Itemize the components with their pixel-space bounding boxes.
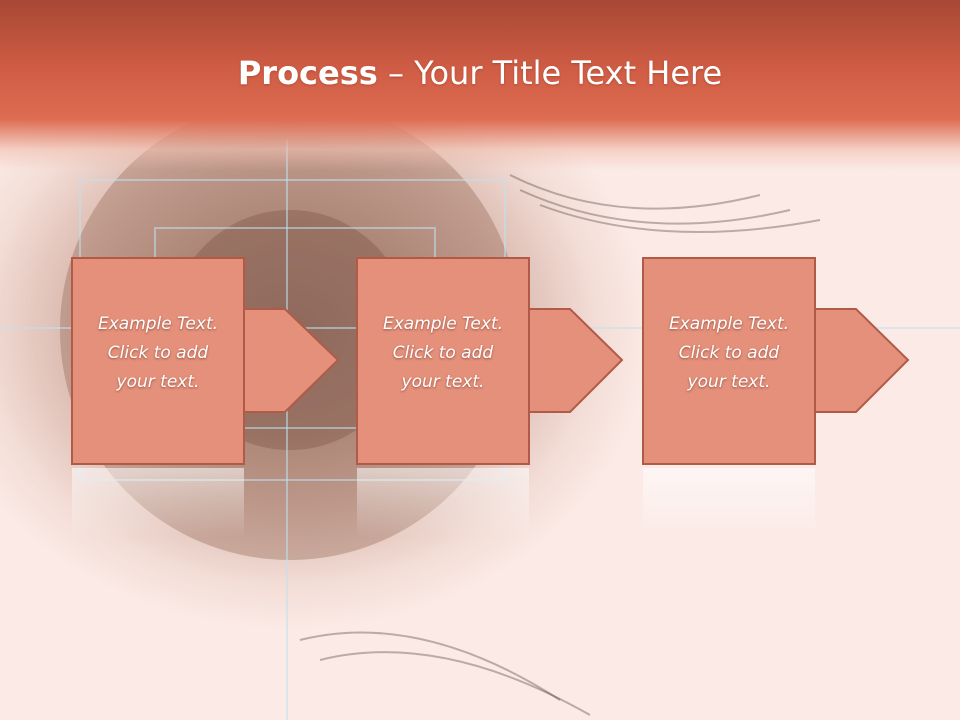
- step-2-reflection: [357, 468, 529, 538]
- step-2-arrow: [528, 308, 624, 413]
- title-rest: – Your Title Text Here: [377, 54, 723, 92]
- step-3-box: [642, 257, 816, 465]
- step-1-box: [71, 257, 245, 465]
- step-1-reflection: [72, 468, 244, 538]
- step-2-text[interactable]: Example Text. Click to add your text.: [382, 314, 504, 392]
- step-3-text[interactable]: Example Text. Click to add your text.: [668, 314, 790, 392]
- slide-title[interactable]: Process – Your Title Text Here: [0, 54, 960, 92]
- step-1-text[interactable]: Example Text. Click to add your text.: [97, 314, 219, 392]
- process-step-1[interactable]: [71, 257, 340, 538]
- step-3-reflection: [643, 468, 815, 538]
- title-band: [0, 0, 960, 170]
- step-3-arrow: [814, 308, 910, 413]
- step-2-box: [356, 257, 530, 465]
- process-step-3[interactable]: [642, 257, 910, 538]
- process-step-2[interactable]: [356, 257, 624, 538]
- title-bold: Process: [237, 54, 378, 92]
- step-1-arrow: [243, 308, 340, 413]
